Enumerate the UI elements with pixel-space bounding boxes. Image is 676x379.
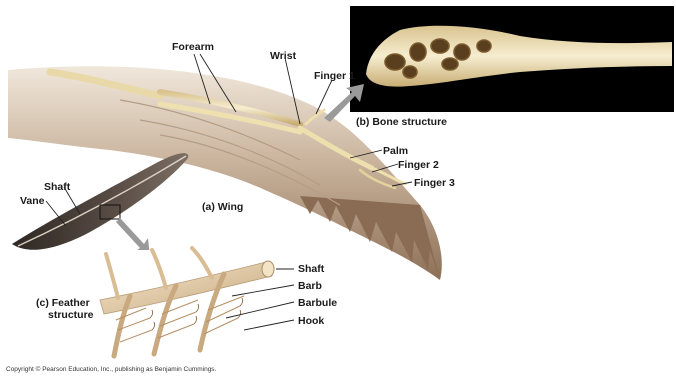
label-finger3: Finger 3: [414, 177, 455, 189]
label-hook: Hook: [298, 315, 324, 327]
shaft-end: [262, 261, 274, 277]
label-barb: Barb: [298, 280, 322, 292]
label-feather-structure-1: (c) Feather: [36, 297, 90, 309]
label-finger1: Finger 1: [314, 70, 355, 82]
label-vane: Vane: [20, 195, 45, 207]
feather-structure-panel: [95, 248, 290, 362]
label-palm: Palm: [383, 145, 408, 157]
label-wing: (a) Wing: [202, 201, 243, 213]
label-bone-structure: (b) Bone structure: [356, 116, 447, 128]
label-forearm: Forearm: [172, 41, 214, 53]
label-feather-structure-2: structure: [48, 309, 94, 321]
label-barbule: Barbule: [298, 297, 337, 309]
label-shaft-feather: Shaft: [44, 181, 70, 193]
label-shaft-structure: Shaft: [298, 263, 324, 275]
label-wrist: Wrist: [270, 50, 296, 62]
bone-structure-panel: [350, 6, 674, 112]
label-finger2: Finger 2: [398, 159, 439, 171]
copyright-notice: Copyright © Pearson Education, Inc., pub…: [6, 366, 216, 373]
